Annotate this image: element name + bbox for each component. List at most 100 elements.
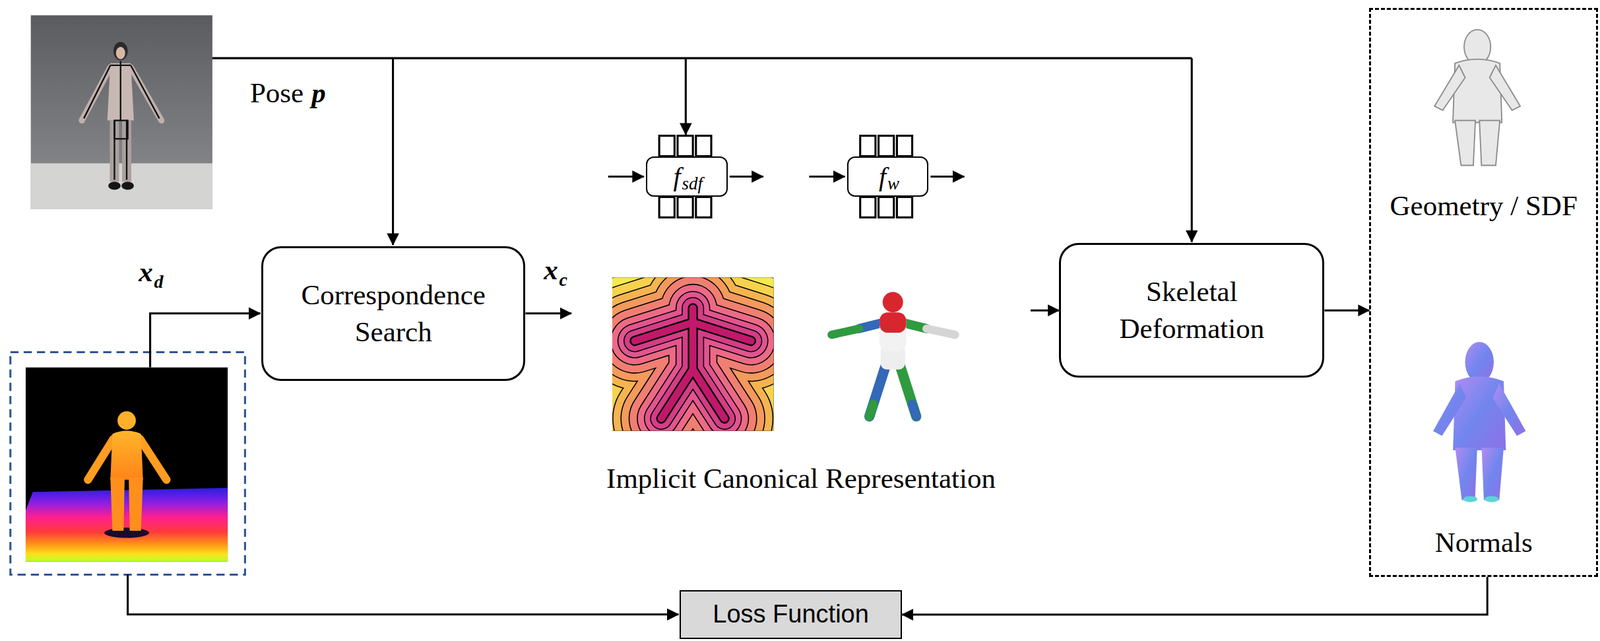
function-symbol: f xyxy=(670,163,681,191)
input-photo-part xyxy=(31,15,213,210)
input-photo-part xyxy=(113,41,128,61)
canonical-region: fsdffwImplicit Canonical Representation xyxy=(571,130,1031,501)
flow-arrow xyxy=(1030,309,1059,312)
depth-wires-part xyxy=(128,574,679,614)
process-box: Skeletal Deformation xyxy=(1058,242,1325,378)
input-photo xyxy=(31,15,213,210)
geometry-figure-part xyxy=(1434,29,1521,166)
network-layers-part xyxy=(896,196,912,218)
geometry-figure xyxy=(1434,29,1521,166)
input-photo-part xyxy=(121,181,134,190)
depth-image-part xyxy=(10,351,246,575)
skinning-weights-figure-part xyxy=(869,365,887,417)
sdf-field-image-part xyxy=(634,308,751,419)
process-box: Correspondence Search xyxy=(261,246,526,381)
network-layers-part xyxy=(659,135,675,157)
input-photo-part xyxy=(114,120,128,139)
input-photo-part xyxy=(116,46,126,60)
box-label: Correspondence Search xyxy=(284,276,503,351)
network-box: fsdf xyxy=(645,156,728,198)
input-photo-part xyxy=(31,162,213,210)
output-label: Geometry / SDF xyxy=(1390,188,1578,224)
depth-image-part xyxy=(104,527,150,538)
function-subscript: sdf xyxy=(682,174,704,193)
network-io-arrows-part xyxy=(930,175,964,178)
sdf-field-image-part xyxy=(634,308,751,419)
math-subscript: c xyxy=(559,270,568,289)
math-subscript: d xyxy=(154,272,164,291)
flow-arrow xyxy=(1324,309,1370,312)
flow-arrow xyxy=(901,576,1488,615)
sdf-field-image-part xyxy=(634,308,751,419)
pose-wires-part xyxy=(212,57,1192,60)
function-subscript: w xyxy=(887,174,900,193)
network-io-arrows-part xyxy=(729,175,764,178)
pose-wires xyxy=(212,58,1192,245)
depth-image-part xyxy=(87,438,114,480)
sdf-field-image xyxy=(612,277,774,431)
math-symbol: x xyxy=(138,257,154,286)
skinning-weights-figure-part xyxy=(879,312,906,352)
sdf-field-image-part xyxy=(612,277,774,431)
skinning-weights-figure-part xyxy=(899,365,917,417)
skinning-weights-figure-part xyxy=(879,312,906,333)
normals-figure-part xyxy=(1484,495,1500,502)
network-box: fw xyxy=(847,156,929,198)
skinning-weights-figure-part xyxy=(869,403,874,417)
network-layers-part xyxy=(659,196,675,218)
network-layers-part xyxy=(896,135,912,157)
sdf-field-image-part xyxy=(634,308,751,419)
skinning-weights-figure-part xyxy=(831,328,860,335)
skinning-weights-figure-part xyxy=(912,403,917,417)
input-photo-part xyxy=(108,181,121,190)
sdf-field-image-part xyxy=(634,308,751,419)
skinning-weights-figure-part xyxy=(926,328,955,335)
network-io-arrows-part xyxy=(808,175,845,178)
network-layers-part xyxy=(860,135,876,157)
sdf-field-image-part xyxy=(634,308,751,419)
skinning-weights-figure xyxy=(831,291,955,417)
region-caption: Implicit Canonical Representation xyxy=(606,461,996,496)
sdf-field-image-part xyxy=(634,308,751,419)
depth-wires-part xyxy=(150,313,261,368)
depth-image-part xyxy=(25,487,228,561)
network-io-arrows-part xyxy=(608,175,644,178)
sdf-field-image-part xyxy=(634,308,751,419)
box-label: Loss Function xyxy=(712,599,869,630)
depth-image-part xyxy=(25,367,228,562)
sdf-field-image-part xyxy=(634,308,751,419)
network-layers-part xyxy=(878,135,895,157)
network-layers-part xyxy=(860,196,876,218)
network-layers-part xyxy=(696,135,712,157)
math-symbol: p xyxy=(311,78,326,107)
network-layers-part xyxy=(677,135,693,157)
math-symbol: x xyxy=(543,255,559,284)
sdf-field-image-part xyxy=(634,308,751,419)
depth-image-part xyxy=(110,430,143,480)
depth-image xyxy=(10,351,246,575)
sdf-field-image-part xyxy=(634,308,751,419)
flow-arrow xyxy=(525,312,572,315)
input-label: Pose xyxy=(250,78,304,107)
depth-image-part xyxy=(128,477,144,531)
function-symbol: f xyxy=(876,163,887,191)
depth-image-part xyxy=(139,438,167,480)
sdf-field-image-part xyxy=(634,308,751,419)
sdf-field-image-part xyxy=(634,308,751,419)
output-panel: Geometry / SDF Normals xyxy=(1369,7,1598,576)
sdf-field-image-part xyxy=(634,308,751,419)
output-label: Normals xyxy=(1435,525,1533,560)
pose-wires-part xyxy=(684,58,687,135)
sdf-field-image-part xyxy=(634,308,751,419)
normals-figure-part xyxy=(1433,341,1526,501)
sdf-field-image-part xyxy=(634,308,751,419)
normals-figure-part xyxy=(1463,495,1478,502)
box-label: Skeletal Deformation xyxy=(1082,273,1301,348)
sdf-field-image-part xyxy=(634,308,751,419)
depth-image-part xyxy=(110,477,125,531)
depth-image-part xyxy=(117,411,136,430)
normals-figure xyxy=(1433,341,1526,503)
